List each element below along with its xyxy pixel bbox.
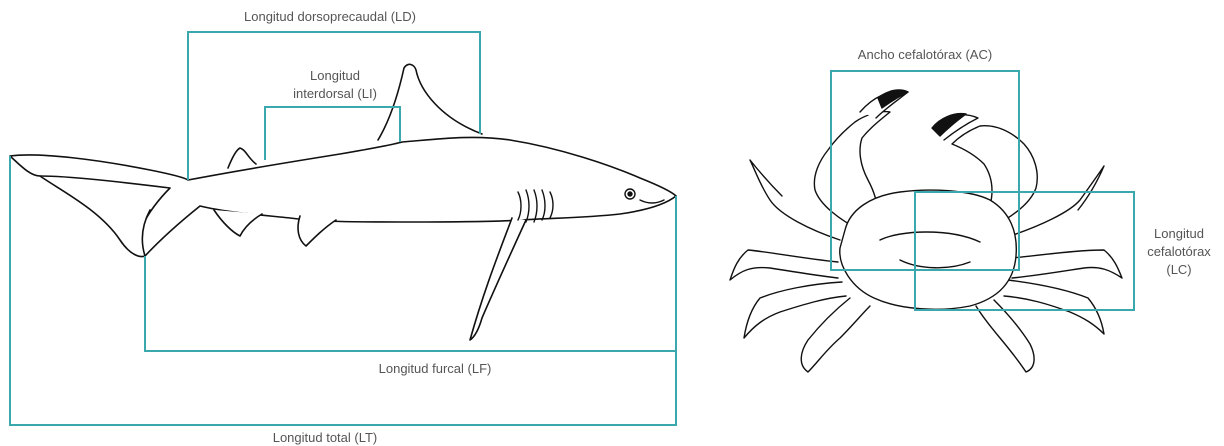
crab-carapace bbox=[840, 190, 1016, 309]
lf-label: Longitud furcal (LF) bbox=[335, 361, 535, 376]
li-label: Longitud interdorsal (LI) bbox=[250, 67, 420, 103]
shark-body bbox=[10, 137, 676, 256]
lc-label: Longitud cefalotórax (LC) bbox=[1136, 225, 1222, 279]
crab-left-claw-tip bbox=[878, 90, 908, 108]
crab-leg bbox=[1004, 280, 1104, 334]
shark-illustration bbox=[10, 64, 676, 340]
ac-label: Ancho cefalotórax (AC) bbox=[825, 47, 1025, 62]
shark-pelvic-fin bbox=[298, 216, 336, 246]
shark-pectoral-fin bbox=[470, 218, 526, 340]
shark-pupil bbox=[628, 192, 632, 196]
crab-leg bbox=[1012, 250, 1122, 278]
ld-label: Longitud dorsoprecaudal (LD) bbox=[170, 9, 490, 24]
shark-caudal-lower-lobe bbox=[40, 176, 150, 257]
crab-leg bbox=[730, 250, 838, 280]
shark-anal-fin bbox=[214, 210, 262, 236]
crab-leg bbox=[801, 298, 870, 372]
lt-label: Longitud total (LT) bbox=[225, 430, 425, 445]
shark-second-dorsal-fin bbox=[228, 148, 256, 168]
crab-illustration bbox=[730, 90, 1122, 372]
